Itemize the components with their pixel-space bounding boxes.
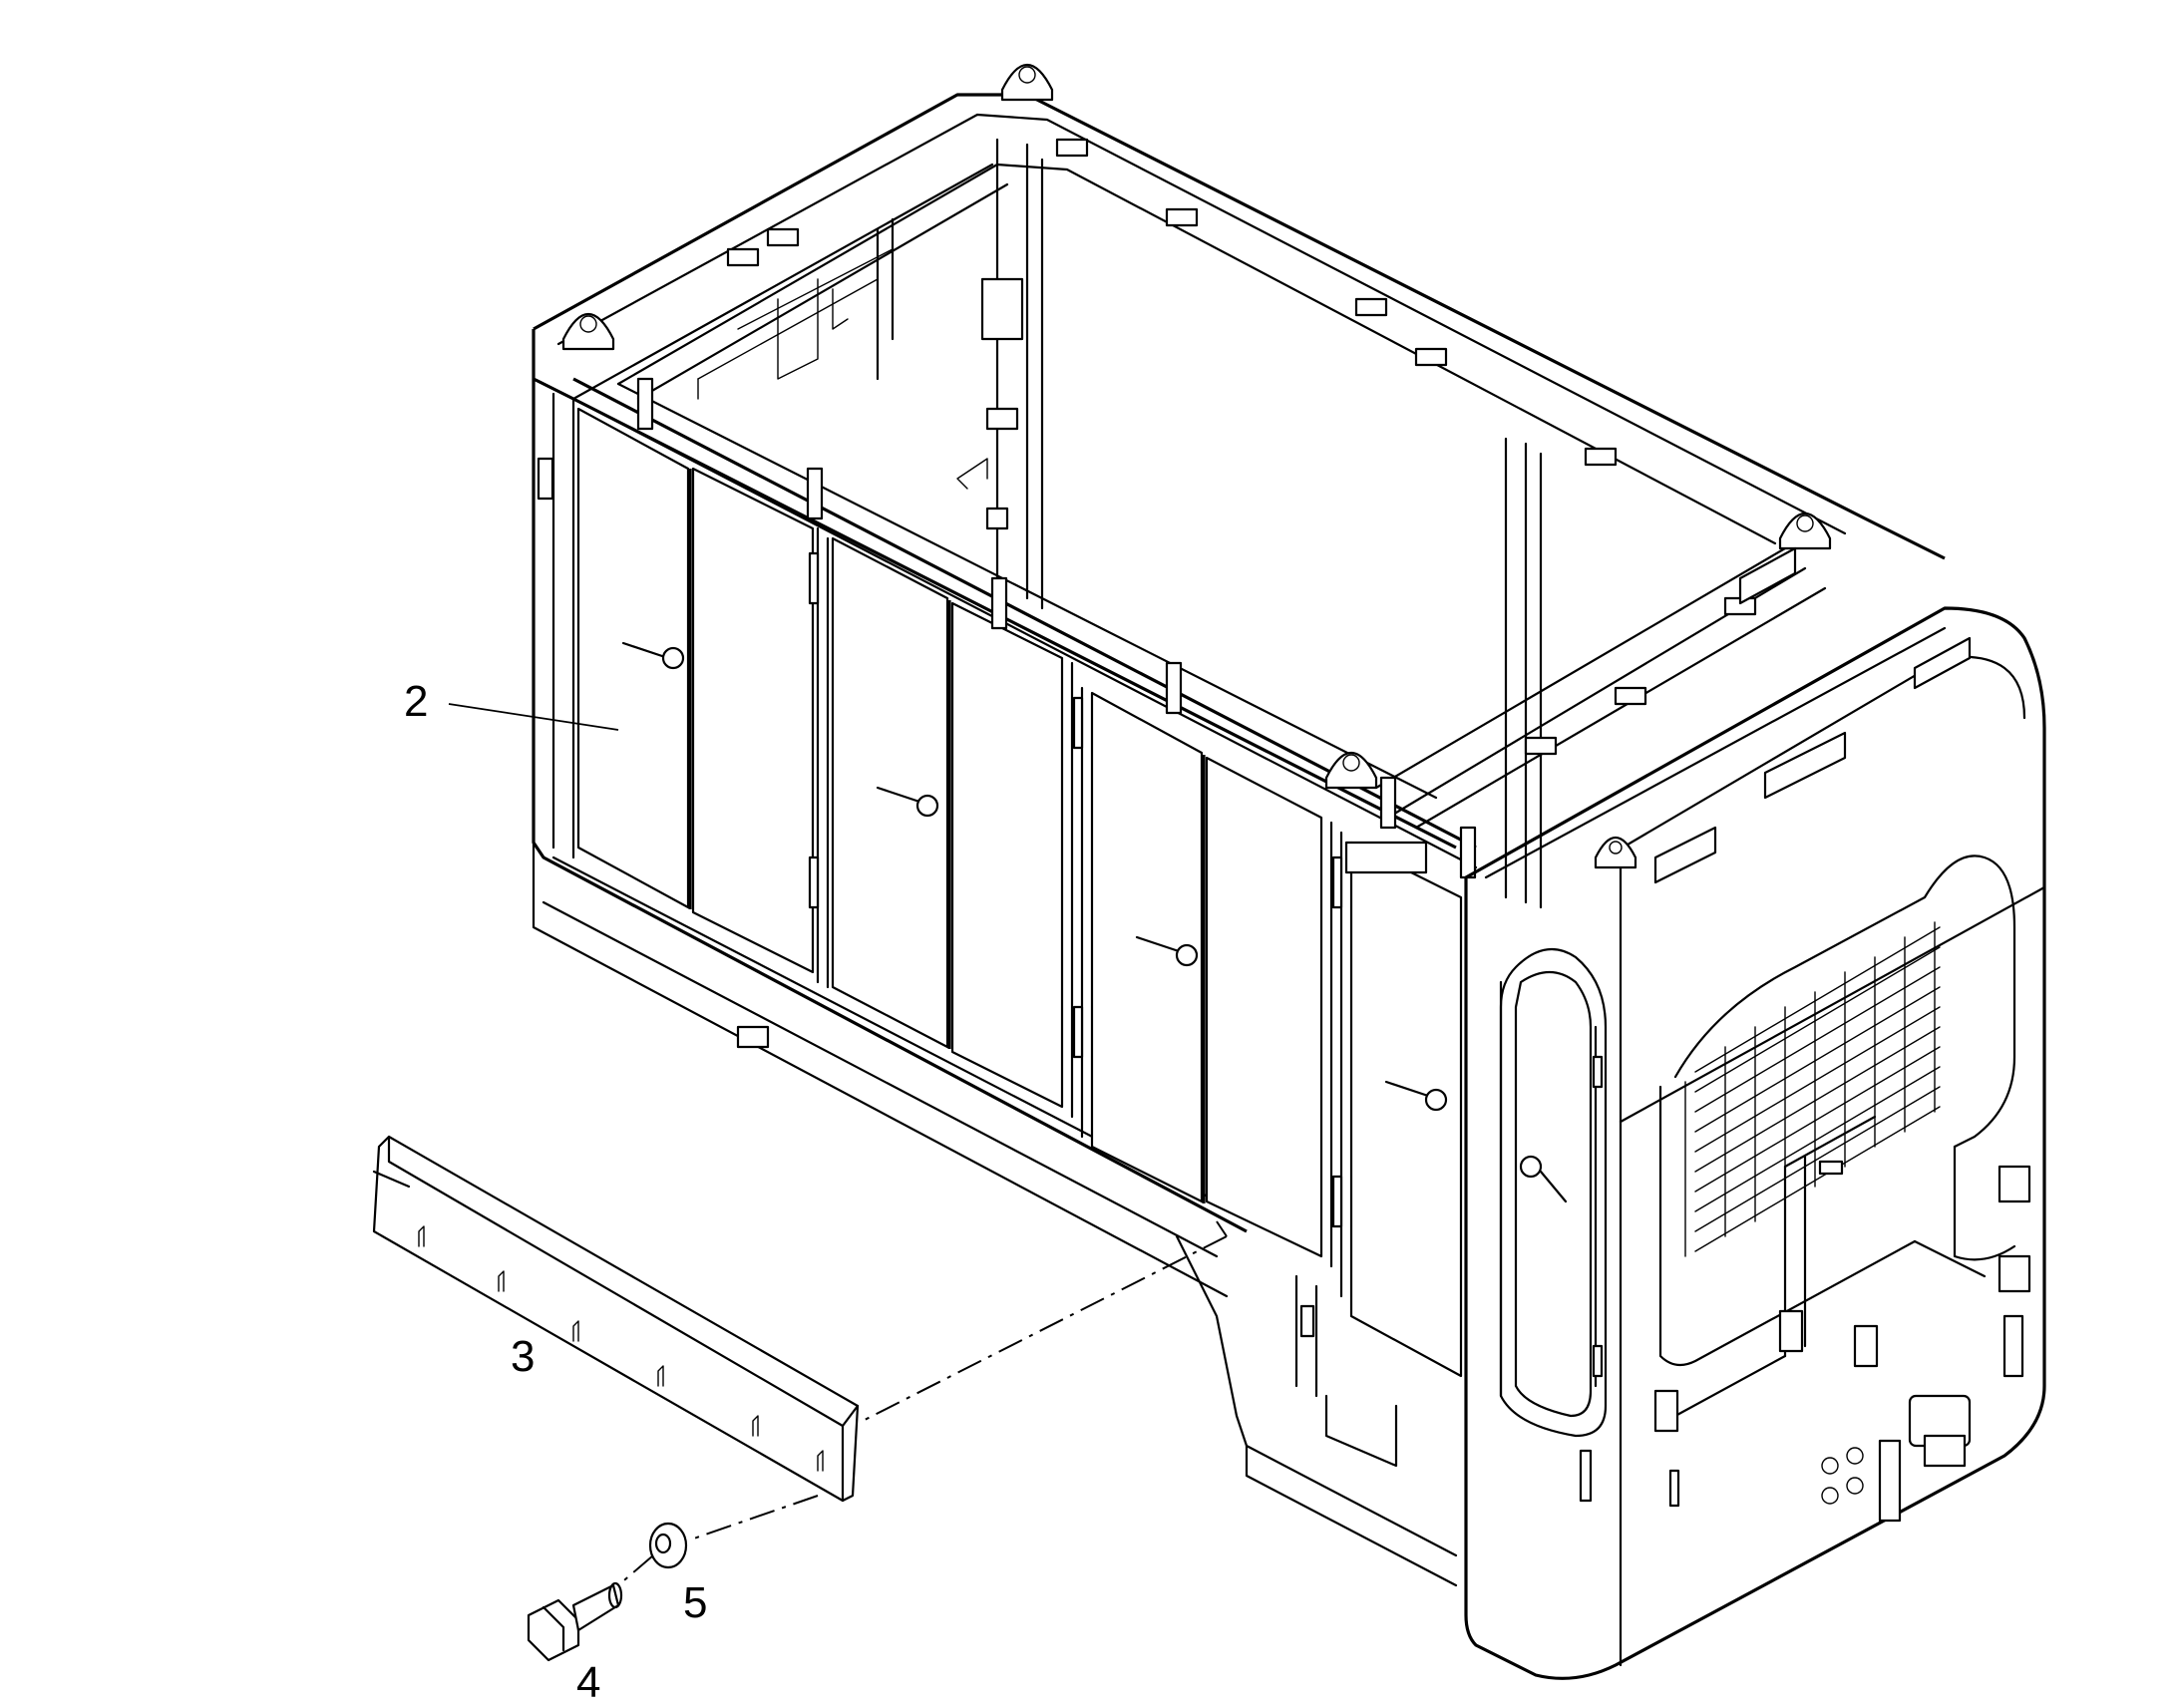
door-handle-4 <box>1384 1080 1448 1112</box>
part-4-bolt <box>527 1581 623 1662</box>
door-handle-3 <box>1135 935 1199 967</box>
lifting-eye-front-right <box>1324 751 1378 790</box>
callout-2-label: 2 <box>404 677 428 726</box>
side-handle <box>1519 1155 1568 1203</box>
door-panel-3a <box>1090 691 1204 1203</box>
top-plate-1 <box>1738 546 1797 605</box>
callout-2: 2 <box>404 677 619 731</box>
part-5-washer <box>648 1522 688 1569</box>
side-plate-2 <box>1998 1254 2031 1293</box>
callout-5: 5 <box>683 1578 707 1627</box>
lifting-eye-front-left <box>561 312 615 351</box>
callout-4-label: 4 <box>576 1658 600 1707</box>
callout-3-label: 3 <box>511 1332 535 1381</box>
top-plate-4 <box>1653 826 1717 884</box>
lifting-eye-rear-right <box>1778 512 1832 550</box>
top-frame <box>532 63 1946 909</box>
top-plate-2 <box>1913 636 1972 690</box>
grille-opening <box>1673 854 2016 1149</box>
door-panel-2b <box>950 601 1064 1109</box>
lifting-eye-rear-left <box>1000 63 1054 102</box>
end-housing <box>1344 546 2046 1680</box>
side-plate-1 <box>1998 1165 2031 1203</box>
connector-ports <box>1821 1447 1864 1505</box>
callout-4: 4 <box>576 1658 600 1707</box>
top-plate-3 <box>1763 731 1847 800</box>
callout-3: 3 <box>511 1332 535 1381</box>
door-handle-2 <box>876 786 939 818</box>
side-door-panels <box>537 377 1477 1378</box>
door-panel-4 <box>1349 841 1463 1378</box>
door-panel-1b <box>691 467 815 974</box>
door-handle-1 <box>621 641 685 670</box>
door-panel-1a <box>576 407 690 909</box>
part-3-cover-plate <box>372 1135 860 1503</box>
radiator-grille <box>1684 921 1941 1257</box>
door-panel-3b <box>1205 756 1323 1258</box>
housing-lifting-eye <box>1594 837 1637 869</box>
callout-5-label: 5 <box>683 1578 707 1627</box>
